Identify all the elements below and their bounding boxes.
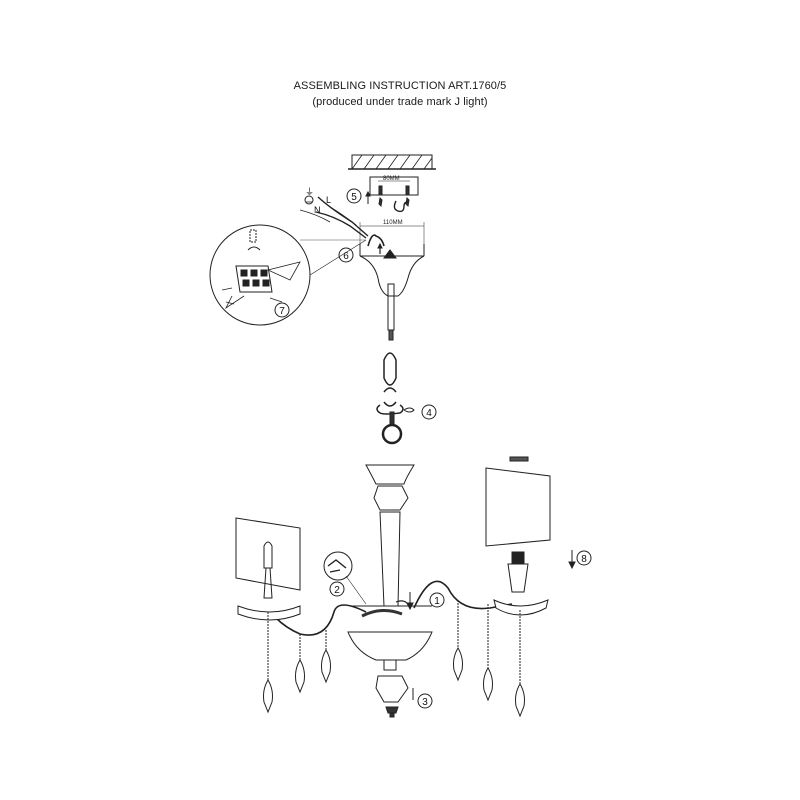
rotate-icon bbox=[403, 407, 415, 413]
wiring-inset bbox=[209, 224, 367, 326]
svg-text:7: 7 bbox=[279, 306, 285, 317]
svg-text:6: 6 bbox=[343, 251, 349, 262]
wire-label-live: L bbox=[326, 195, 331, 205]
svg-text:4: 4 bbox=[426, 408, 432, 419]
crystal-drops bbox=[263, 647, 525, 718]
step-arrows bbox=[395, 550, 576, 700]
canopy-dimension: 110MM bbox=[383, 220, 403, 226]
svg-text:1: 1 bbox=[434, 596, 440, 607]
wire-label-ground: ⏚ bbox=[305, 187, 314, 197]
step-4-marker: 4 bbox=[421, 404, 437, 420]
canopy-dimension-line: 110MM bbox=[359, 220, 425, 248]
svg-text:5: 5 bbox=[351, 192, 357, 203]
diagram-title: ASSEMBLING INSTRUCTION ART.1760/5 bbox=[293, 80, 507, 92]
center-column bbox=[347, 464, 433, 718]
left-lamp bbox=[235, 517, 327, 680]
step-markers: 1 2 3 4 5 6 7 8 bbox=[274, 188, 592, 709]
svg-text:8: 8 bbox=[581, 554, 587, 565]
chain-assembly bbox=[376, 283, 415, 445]
mounting-bracket: 80MM bbox=[365, 176, 419, 213]
ceiling bbox=[348, 154, 436, 170]
step-7-marker: 7 bbox=[274, 302, 290, 318]
diagram-subtitle: (produced under trade mark J light) bbox=[312, 96, 488, 108]
hook-icon bbox=[393, 200, 409, 213]
svg-text:3: 3 bbox=[422, 697, 428, 708]
bracket-dimension: 80MM bbox=[383, 176, 400, 182]
wire-label-neutral: N bbox=[314, 205, 321, 215]
step-6-marker: 6 bbox=[338, 247, 354, 263]
supply-wires: N L ⏚ bbox=[299, 187, 369, 239]
svg-text:2: 2 bbox=[334, 585, 340, 596]
connector-detail bbox=[323, 551, 367, 605]
step-2-marker: 2 bbox=[329, 581, 345, 597]
step-1-marker: 1 bbox=[429, 592, 445, 608]
right-lamp bbox=[457, 456, 551, 684]
step-8-marker: 8 bbox=[576, 550, 592, 566]
step-5-marker: 5 bbox=[346, 188, 362, 204]
step-3-marker: 3 bbox=[417, 693, 433, 709]
canopy bbox=[359, 234, 425, 297]
arms bbox=[275, 580, 513, 636]
